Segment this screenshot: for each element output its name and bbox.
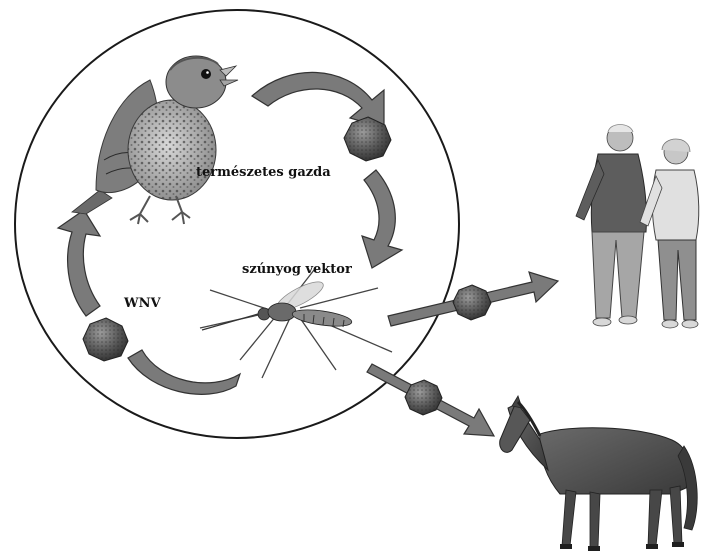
wnv-label: WNV: [124, 296, 161, 311]
elderly-couple-illustration: [575, 124, 700, 329]
virus-particle-horse-arrow: [404, 379, 443, 416]
mosquito-illustration: [199, 269, 393, 379]
cycle-arrow-top-right: [251, 71, 385, 129]
virus-particle-human-arrow: [452, 284, 492, 321]
bird-illustration: [71, 55, 239, 225]
cycle-arrow-bottom: [127, 349, 242, 395]
virus-particle-cycle: [343, 116, 392, 162]
virus-particle-wnv: [82, 317, 129, 362]
cycle-arrow-right: [361, 169, 404, 269]
natural-host-label: természetes gazda: [196, 165, 331, 180]
cycle-arrow-left: [56, 209, 102, 317]
mosquito-vector-label: szúnyog vektor: [242, 262, 352, 277]
cycle-circle: [14, 9, 460, 439]
horse-illustration: [499, 395, 698, 551]
